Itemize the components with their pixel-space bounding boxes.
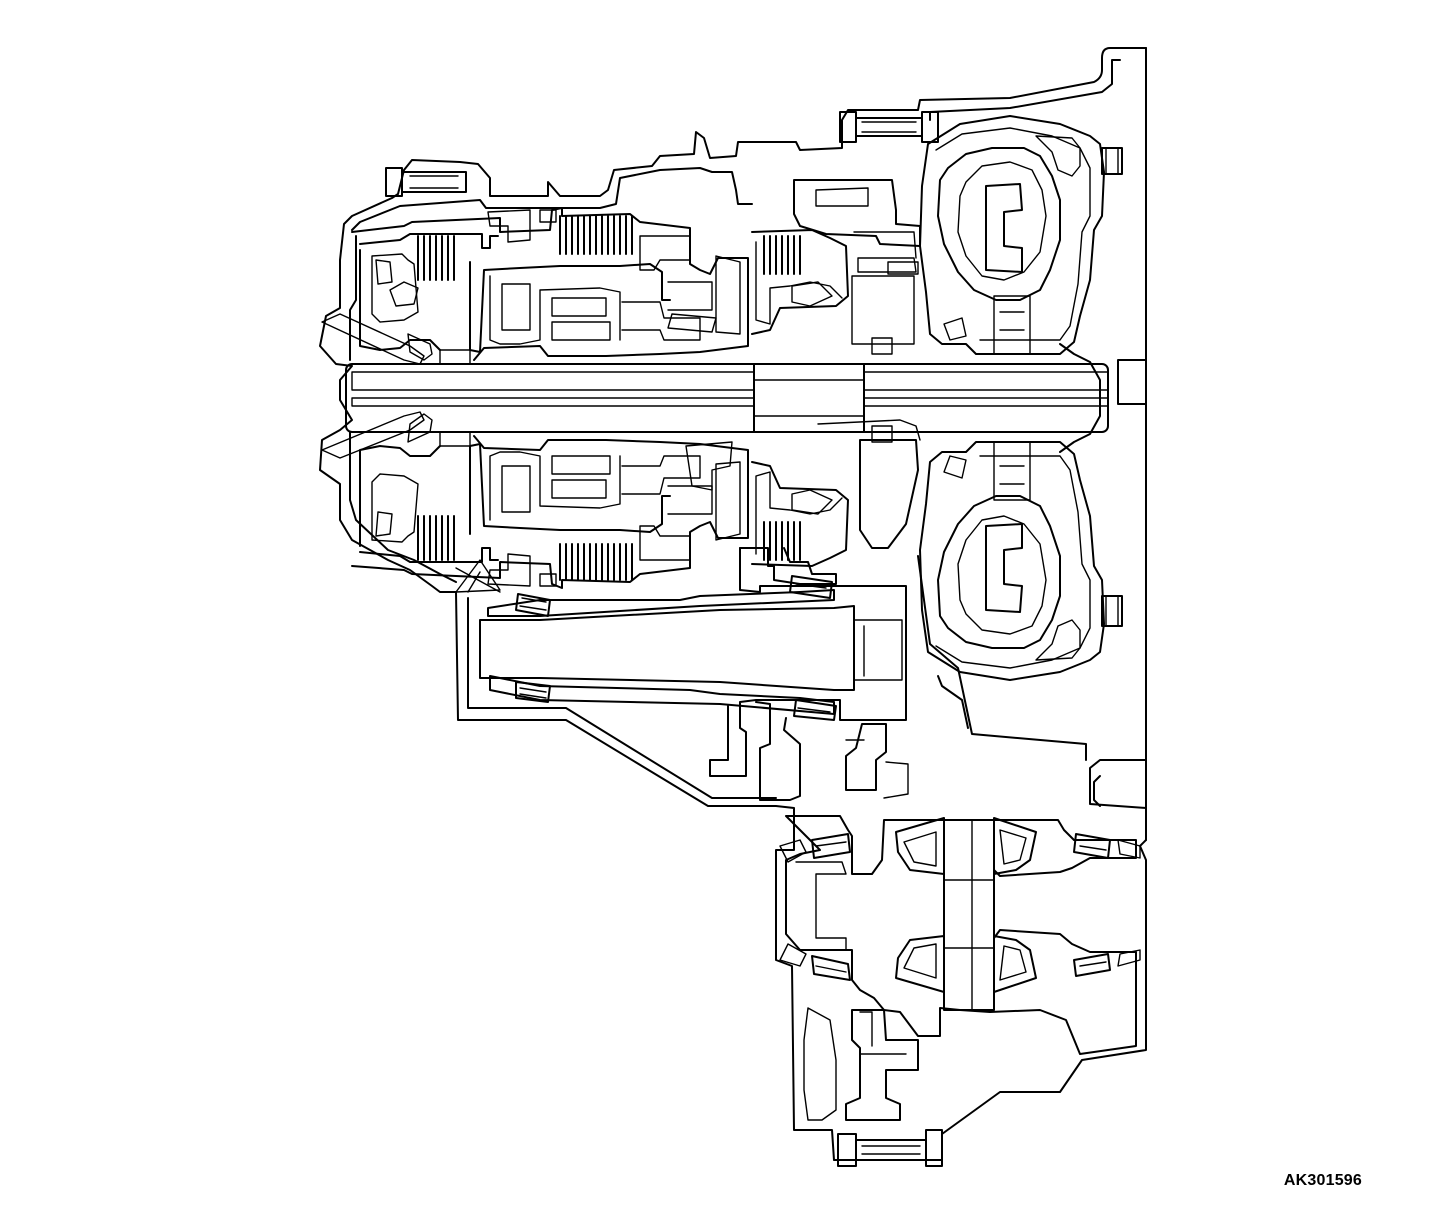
inner-case-wall — [349, 59, 1121, 799]
counter-shaft — [455, 559, 903, 721]
lower-clutch-pack — [351, 435, 801, 589]
torque-converter — [919, 115, 1105, 681]
output-gear-housing — [755, 701, 909, 801]
bolt-converter-top — [1101, 147, 1123, 175]
differential-assembly — [779, 815, 1141, 1121]
bolt-bottom — [837, 1129, 943, 1167]
lower-brake-assembly — [709, 419, 921, 777]
bolt-upper-mid — [839, 111, 939, 143]
left-case-details — [321, 313, 471, 459]
upper-brake-assembly — [751, 179, 921, 355]
outer-case-outline — [319, 47, 1147, 1161]
upper-clutch-pack — [351, 207, 801, 361]
figure-id-label: AK301596 — [1283, 1172, 1362, 1189]
main-input-shaft — [345, 363, 1109, 433]
bolt-converter-bottom — [1101, 595, 1123, 627]
bolt-upper-left — [385, 167, 467, 197]
bolt-converter-housing — [887, 261, 919, 275]
case-bolts — [385, 111, 1123, 1167]
